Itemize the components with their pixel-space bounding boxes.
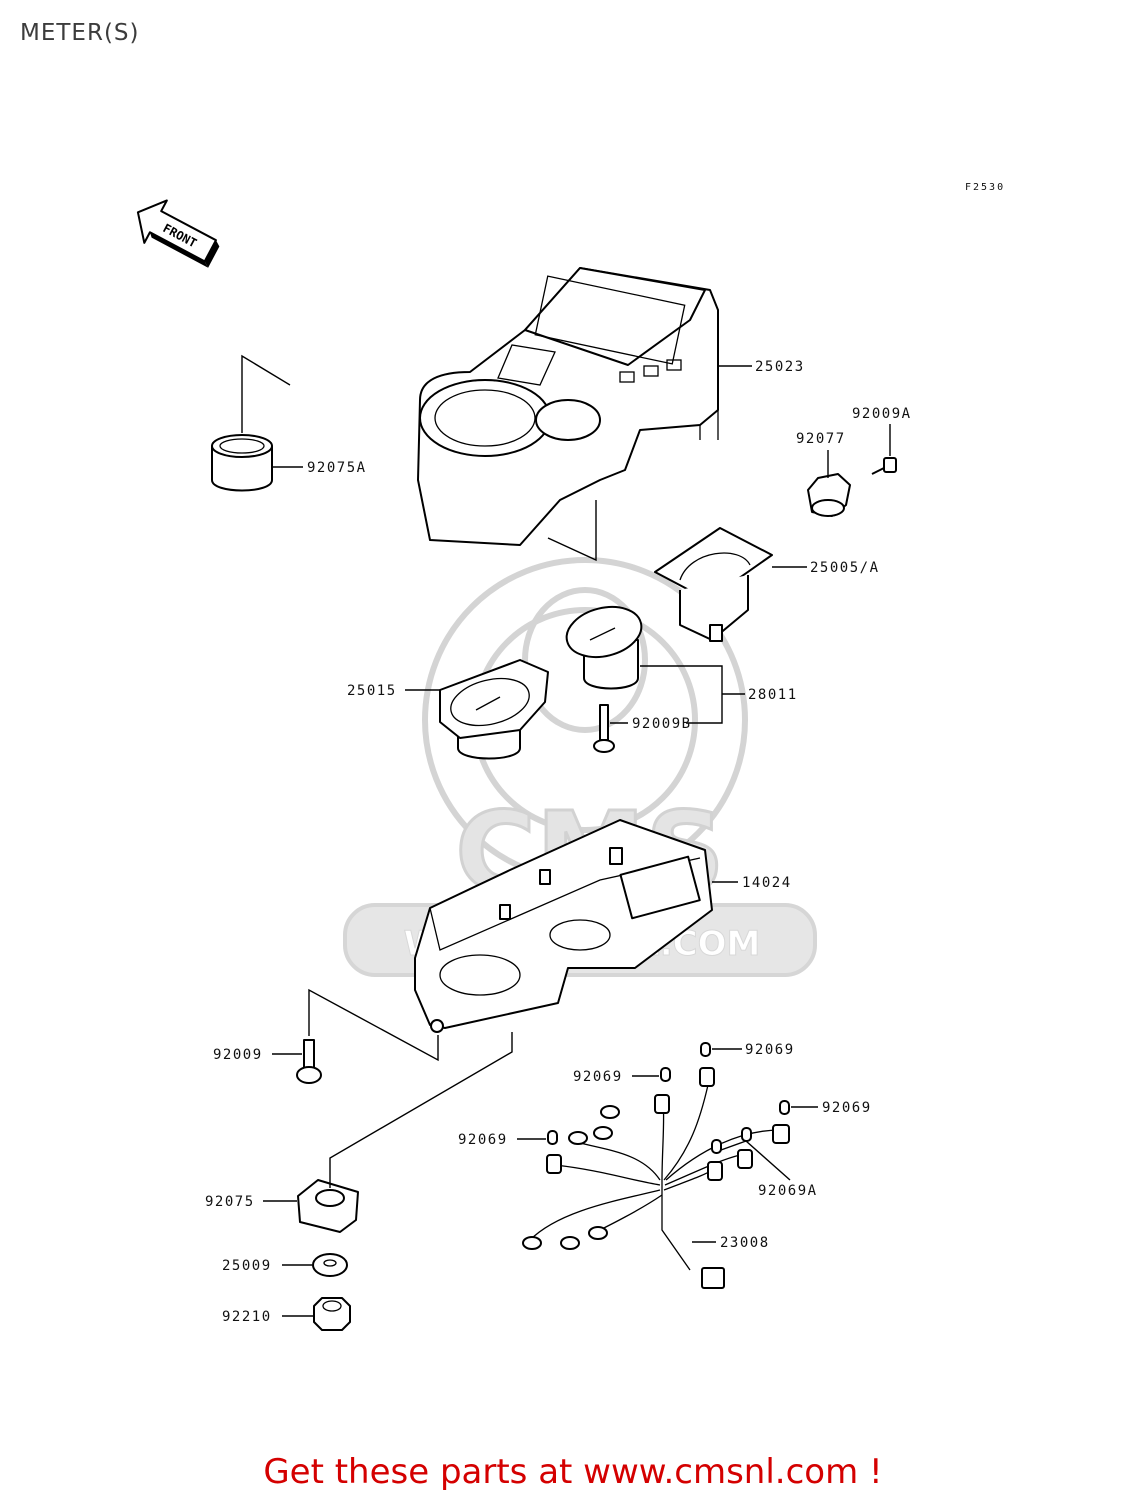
label-25005A: 25005/A (810, 560, 880, 576)
label-92075A: 92075A (307, 460, 367, 476)
label-92009A: 92009A (852, 406, 912, 422)
cap-92069-2 (660, 1067, 671, 1082)
knob-92077 (807, 473, 851, 517)
meter-cover-25023 (417, 267, 719, 546)
cap-92069-3 (779, 1100, 790, 1115)
label-92069-3: 92069 (822, 1100, 872, 1116)
label-25023: 25023 (755, 359, 805, 375)
washer-25009 (312, 1253, 348, 1277)
label-92009B: 92009B (632, 716, 692, 732)
label-92069-4: 92069 (458, 1132, 508, 1148)
cap-92069-1 (700, 1042, 711, 1057)
label-14024: 14024 (742, 875, 792, 891)
figure-code: F2530 (965, 182, 1005, 193)
screw-92009B (593, 704, 615, 753)
speedometer-25015 (439, 659, 549, 760)
wire-harness-23008 (522, 1067, 790, 1289)
front-arrow-icon: FRONT (136, 199, 220, 268)
label-92069-1: 92069 (745, 1042, 795, 1058)
case-14024 (414, 819, 713, 1033)
label-28011: 28011 (748, 687, 798, 703)
label-25009: 25009 (222, 1258, 272, 1274)
label-92069-2: 92069 (573, 1069, 623, 1085)
label-92077: 92077 (796, 431, 846, 447)
gauge-28011 (565, 605, 643, 690)
grommet-92075A (211, 434, 273, 492)
label-92075: 92075 (205, 1194, 255, 1210)
label-23008: 23008 (720, 1235, 770, 1251)
screw-92009 (296, 1039, 322, 1084)
meter-25005A (654, 527, 773, 642)
label-92210: 92210 (222, 1309, 272, 1325)
page-title: METER(S) (20, 20, 140, 46)
label-92009: 92009 (213, 1047, 263, 1063)
damper-92075 (297, 1179, 359, 1233)
footer-cta[interactable]: Get these parts at www.cmsnl.com ! (263, 1452, 883, 1492)
screw-92009A (871, 457, 897, 475)
nut-92210 (313, 1297, 351, 1331)
label-92069A: 92069A (758, 1183, 818, 1199)
cap-92069-4 (547, 1130, 558, 1145)
label-25015: 25015 (347, 683, 397, 699)
